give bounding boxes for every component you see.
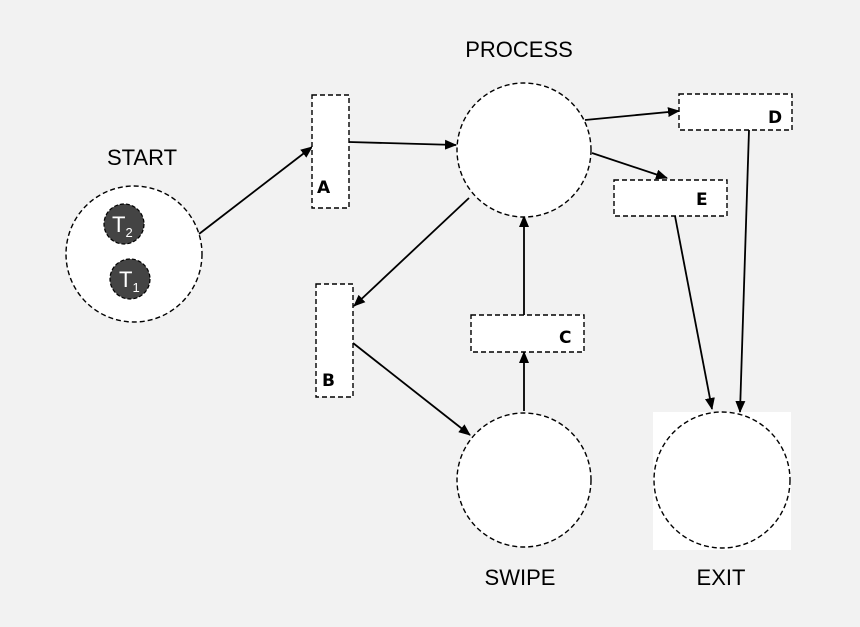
transition-d xyxy=(678,93,793,131)
arc-b-to-swipe xyxy=(352,342,471,436)
svg-text:T2: T2 xyxy=(112,212,133,240)
place-exit xyxy=(653,411,791,549)
place-swipe xyxy=(456,412,592,548)
transition-c-label: C xyxy=(559,328,571,348)
place-start xyxy=(65,185,203,323)
transition-a-label: A xyxy=(317,178,331,198)
place-label-exit: EXIT xyxy=(697,565,746,590)
transition-b xyxy=(315,283,354,398)
transition-a xyxy=(311,94,350,209)
token-t2-letter: T xyxy=(112,212,125,237)
arc-e-to-exit xyxy=(674,215,715,410)
transition-e-label: E xyxy=(696,190,708,210)
arc-process-to-d xyxy=(584,107,680,121)
arc-a-to-process xyxy=(348,139,457,150)
token-t1-circle xyxy=(109,258,151,300)
svg-text:T1: T1 xyxy=(119,267,140,295)
place-label-process: PROCESS xyxy=(465,37,573,62)
token-t1: T1 xyxy=(109,258,151,300)
arc-process-to-e xyxy=(591,152,668,180)
place-label-swipe: SWIPE xyxy=(485,565,556,590)
token-t2-circle xyxy=(103,203,145,245)
transition-c xyxy=(470,314,585,353)
transition-d-label: D xyxy=(768,108,782,128)
transition-b-label: B xyxy=(322,371,335,391)
token-t2: T2 xyxy=(103,203,145,245)
token-t1-subscript: 1 xyxy=(132,280,139,295)
token-t1-letter: T xyxy=(119,267,132,292)
arc-d-to-exit xyxy=(735,129,750,413)
arc-start-to-a xyxy=(198,146,313,235)
arc-process-to-b xyxy=(353,197,470,307)
token-t2-subscript: 2 xyxy=(125,225,132,240)
place-process xyxy=(456,82,592,218)
place-label-start: START xyxy=(107,145,177,170)
transition-e xyxy=(613,179,728,217)
